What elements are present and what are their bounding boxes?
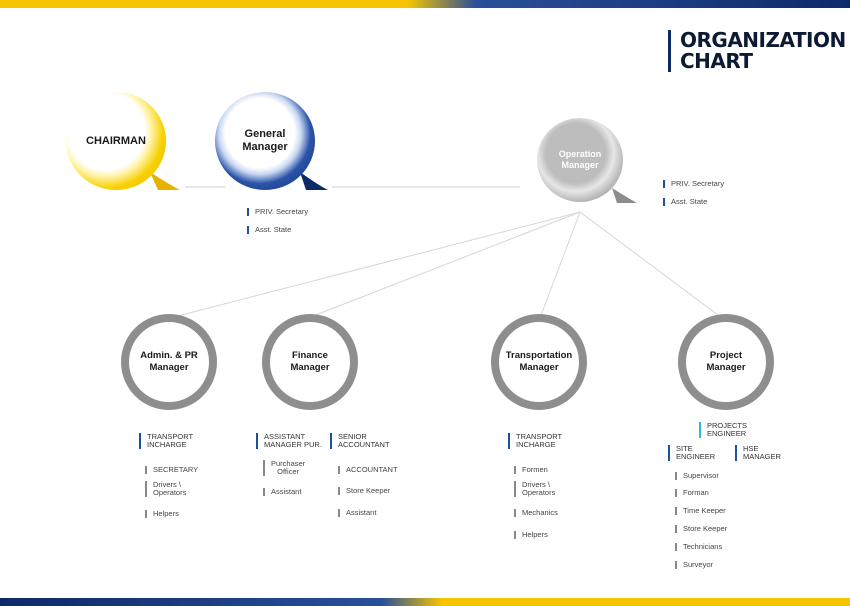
finance-asst-1: ASSISTANT [264,432,306,441]
link-om-finance [307,211,581,319]
om-label-2: Manager [561,160,599,170]
finance-assistant-left: Assistant [263,488,301,496]
project-engineer: PROJECTS ENGINEER [699,422,747,438]
om-label-1: Operation [558,149,602,159]
admin-head-2: INCHARGE [147,440,187,449]
link-om-transport [539,211,581,319]
project-supervisor: Supervisor [675,472,719,480]
transport-mechanics: Mechanics [514,509,558,517]
hse-1: HSE [743,444,759,453]
transport-incharge: TRANSPORT INCHARGE [508,433,562,449]
gm-staff-secretary: PRIV. Secretary [247,208,308,216]
gm-tail-icon [300,172,328,190]
site-eng-2: ENGINEER [676,452,716,461]
admin-drivers: Drivers \ Operators [145,481,186,497]
om-staff-secretary: PRIV. Secretary [663,180,724,188]
project-surveyor: Surveyor [675,561,713,569]
project-store-keeper: Store Keeper [675,525,727,533]
transport-drivers-2: Operators [522,488,556,497]
project-technicians: Technicians [675,543,722,551]
top-stripe [0,0,850,8]
finance-asst-manager: ASSISTANT MANAGER PUR. [256,433,322,449]
admin-helpers: Helpers [145,510,179,518]
admin-secretary: SECRETARY [145,466,198,474]
general-manager-bubble: General Manager [215,92,315,190]
project-forman: Forman [675,489,709,497]
transport-manager-ring: Transportation Manager [491,314,587,410]
chairman-tail-icon [150,172,180,190]
finance-purchaser-1: Purchaser [271,459,306,468]
gm-staff-asst: Asst. State [247,226,291,234]
admin-transport-incharge: TRANSPORT INCHARGE [139,433,193,449]
om-tail-icon [612,188,637,203]
chart-title: ORGANIZATION CHART [668,30,846,72]
finance-store-keeper: Store Keeper [338,487,390,495]
finance-manager-ring: Finance Manager [262,314,358,410]
admin-label-2: Manager [149,362,189,373]
project-time-keeper: Time Keeper [675,507,726,515]
gm-label-2: Manager [242,141,288,153]
link-om-project [579,211,723,319]
transport-label-2: Manager [519,362,559,373]
bottom-stripe [0,598,850,606]
project-eng-1: PROJECTS [707,421,748,430]
finance-purchaser-2: Officer [277,467,300,476]
hse-2: MANAGER [743,452,781,461]
project-label-2: Manager [706,362,746,373]
admin-label-1: Admin. & PR [140,350,198,361]
finance-purchaser: Purchaser Officer [263,460,305,476]
admin-drivers-2: Operators [153,488,187,497]
project-manager-ring: Project Manager [678,314,774,410]
transport-drivers-1: Drivers \ [522,480,550,489]
transport-formen: Formen [514,466,548,474]
transport-label-1: Transportation [505,350,573,361]
transport-head-2: INCHARGE [516,440,556,449]
finance-label-2: Manager [290,362,330,373]
site-eng-1: SITE [676,444,693,453]
title-line-1: ORGANIZATION [680,28,846,52]
chairman-bubble: CHAIRMAN [66,92,166,190]
transport-drivers: Drivers \ Operators [514,481,555,497]
admin-manager-ring: Admin. & PR Manager [121,314,217,410]
admin-drivers-1: Drivers \ [153,480,181,489]
gm-label-1: General [244,128,286,140]
finance-assistant-right: Assistant [338,509,376,517]
title-line-2: CHART [680,49,753,73]
finance-accountant: ACCOUNTANT [338,466,398,474]
admin-head-1: TRANSPORT [147,432,194,441]
site-engineer: SITE ENGINEER [668,445,715,461]
hse-manager: HSE MANAGER [735,445,781,461]
transport-helpers: Helpers [514,531,548,539]
transport-head-1: TRANSPORT [516,432,563,441]
finance-senior-accountant: SENIOR ACCOUNTANT [330,433,390,449]
chairman-label: CHAIRMAN [86,135,146,147]
om-staff-asst: Asst. State [663,198,707,206]
finance-asst-2: MANAGER PUR. [264,440,322,449]
project-label-1: Project [709,350,743,361]
finance-senior-2: ACCOUNTANT [338,440,390,449]
finance-senior-1: SENIOR [338,432,367,441]
project-eng-2: ENGINEER [707,429,747,438]
link-om-admin [169,211,581,319]
finance-label-1: Finance [292,350,328,361]
operation-manager-bubble: Operation Manager [537,118,623,202]
